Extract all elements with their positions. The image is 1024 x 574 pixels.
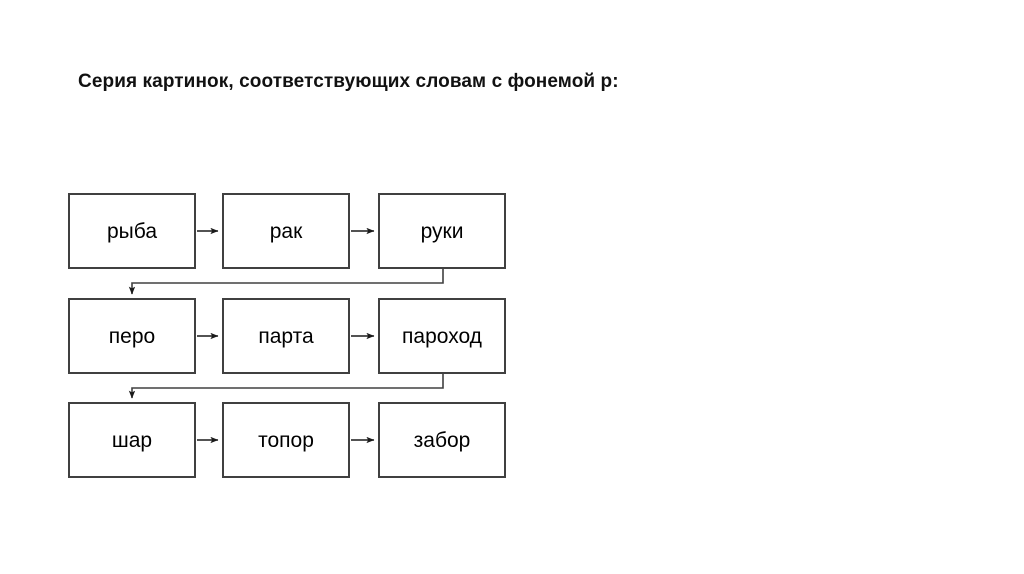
word-box-label: рак xyxy=(269,219,303,243)
word-box-ruki[interactable]: руки xyxy=(378,193,506,269)
word-box-topor[interactable]: топор xyxy=(222,402,350,478)
word-box-shar[interactable]: шар xyxy=(68,402,196,478)
word-box-parohod[interactable]: пароход xyxy=(378,298,506,374)
page-title: Серия картинок, соответствующих словам с… xyxy=(78,71,619,92)
word-box-label: парта xyxy=(258,324,314,348)
word-box-label: шар xyxy=(111,428,153,452)
word-box-zabor[interactable]: забор xyxy=(378,402,506,478)
word-box-rak[interactable]: рак xyxy=(222,193,350,269)
word-box-label: забор xyxy=(413,428,471,452)
word-box-parta[interactable]: парта xyxy=(222,298,350,374)
word-box-label: перо xyxy=(108,324,156,348)
word-box-ryba[interactable]: рыба xyxy=(68,193,196,269)
word-box-label: топор xyxy=(258,428,314,452)
word-box-label: руки xyxy=(420,219,464,243)
arrow-wrap-down-icon xyxy=(128,269,444,295)
word-box-label: рыба xyxy=(107,219,157,243)
arrow-wrap-down-icon xyxy=(128,374,444,399)
word-box-pero[interactable]: перо xyxy=(68,298,196,374)
word-box-label: пароход xyxy=(402,324,482,348)
